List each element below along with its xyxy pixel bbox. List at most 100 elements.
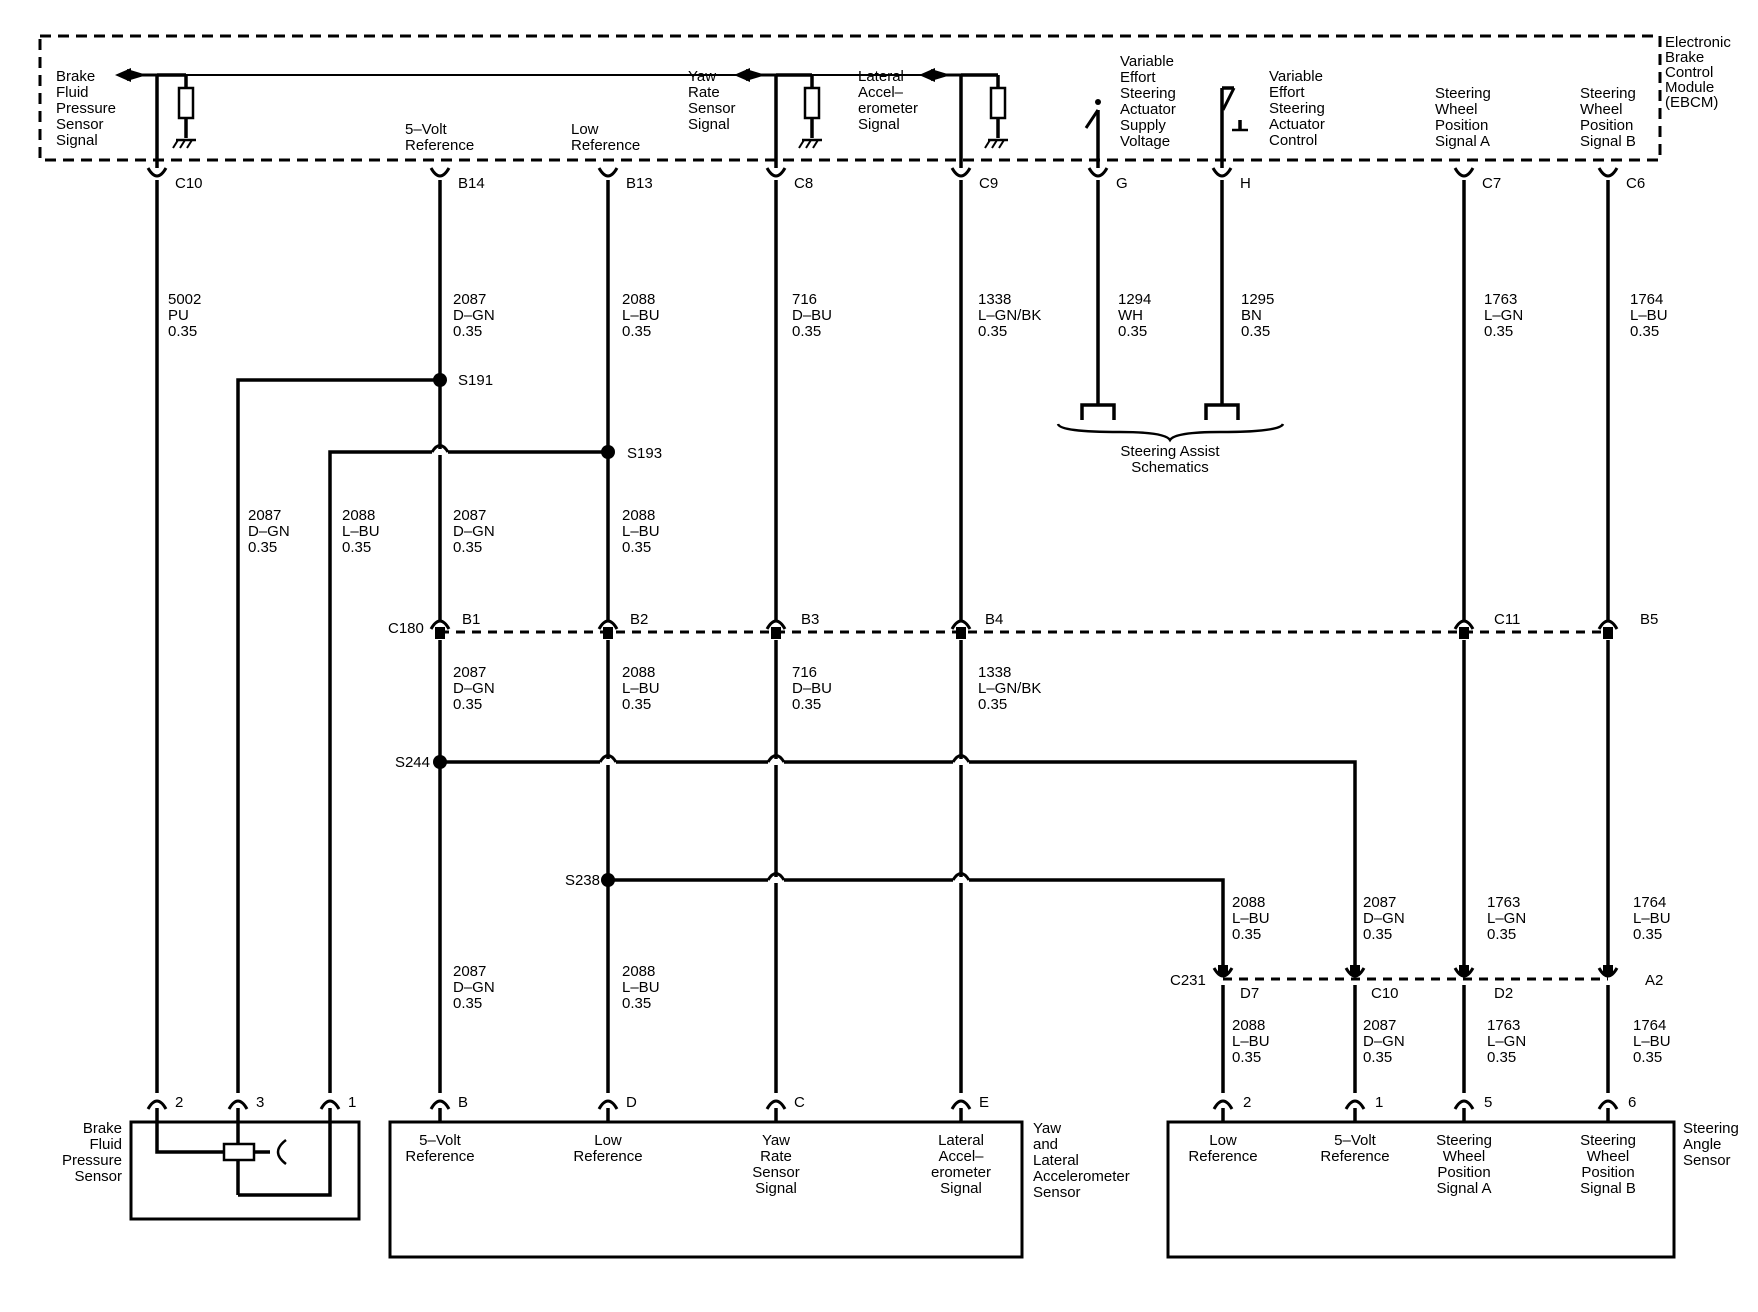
- ground-icon: [991, 139, 998, 149]
- ebcm-pin-label-h: H: [1240, 175, 1251, 192]
- wire-label-low-c180-circuit: 2088: [622, 664, 655, 681]
- label-brake-fluid-signal: Pressure: [56, 100, 116, 117]
- wire-label-ref-sensor-circuit: 2087: [453, 963, 486, 980]
- sas-terminal-label: Reference: [1320, 1148, 1389, 1165]
- label-ves-supply: Actuator: [1120, 101, 1176, 118]
- label-yaw-signal: Sensor: [688, 100, 736, 117]
- label-low-ref: Reference: [571, 137, 640, 154]
- yaw-sensor-terminal-label: Reference: [573, 1148, 642, 1165]
- sas-terminal-label: 5–Volt: [1334, 1132, 1377, 1149]
- wire-label-sas_b_b-size: 0.35: [1633, 1049, 1662, 1066]
- ebcm-module-name: Electronic: [1665, 34, 1731, 51]
- ground-icon: [805, 139, 812, 149]
- label-ves-supply: Steering: [1120, 85, 1176, 102]
- wire-label-c7-color: L–GN: [1484, 307, 1523, 324]
- wire-label-sas_low_a-size: 0.35: [1232, 926, 1261, 943]
- steering-assist-label: Steering Assist: [1120, 443, 1220, 460]
- connector-c180-pin-label: B3: [801, 611, 819, 628]
- splice-s244: [433, 755, 447, 769]
- wire-layer: [38, 34, 1676, 1259]
- wire-label-g-color: WH: [1118, 307, 1143, 324]
- label-ves-control: Actuator: [1269, 116, 1325, 133]
- wire-label-lat-c180-color: L–GN/BK: [978, 680, 1041, 697]
- ebcm-pin-b14: [429, 167, 451, 178]
- sas-terminal-label: Position: [1437, 1164, 1490, 1181]
- ebcm-module-name: Module: [1665, 79, 1714, 96]
- wire-bfps-ref: [236, 378, 440, 1093]
- connector-c180-pin-label: B2: [630, 611, 648, 628]
- connector-c180-terminal: [1603, 627, 1613, 639]
- ground-icon: [798, 139, 805, 149]
- wire-label-b13-size: 0.35: [622, 323, 651, 340]
- wire-label-sas_a_a-color: L–GN: [1487, 910, 1526, 927]
- wire-label-yaw-c180-circuit: 716: [792, 664, 817, 681]
- sas-pin-label: 5: [1484, 1094, 1492, 1111]
- connector-c231-pin: [1453, 967, 1475, 978]
- ebcm-pin-h: [1211, 167, 1233, 178]
- yaw-sensor-pin: [597, 1099, 619, 1110]
- bfps-name: Brake: [83, 1120, 122, 1137]
- ebcm-pin-label-c6: C6: [1626, 175, 1645, 192]
- wire-label-ref-c180-color: D–GN: [453, 680, 495, 697]
- wire-label-sas_b_a-color: L–BU: [1633, 910, 1671, 927]
- bfps-name: Sensor: [74, 1168, 122, 1185]
- bfps-pin: [227, 1099, 249, 1110]
- wire-label-sas_ref_a-circuit: 2087: [1363, 894, 1396, 911]
- sas-pin: [1597, 1099, 1619, 1110]
- label-swp-a: Signal A: [1435, 133, 1490, 150]
- yaw-sensor-name: Sensor: [1033, 1184, 1081, 1201]
- label-yaw-signal: Yaw: [688, 68, 716, 85]
- wire-label-b14-color: D–GN: [453, 307, 495, 324]
- wire-label-sas_low_b-size: 0.35: [1232, 1049, 1261, 1066]
- bfps-pin-label: 2: [175, 1094, 183, 1111]
- wire-crossover: [598, 754, 618, 763]
- label-swp-b: Signal B: [1580, 133, 1636, 150]
- label-swp-b: Wheel: [1580, 101, 1623, 118]
- connector-c180-pin-label: B1: [462, 611, 480, 628]
- wire-label-c6-circuit: 1764: [1630, 291, 1663, 308]
- yaw-signal-resistor: [803, 86, 821, 120]
- wire-label-low-mid-color: L–BU: [622, 523, 660, 540]
- connector-c180-terminal: [603, 627, 613, 639]
- label-swp-a: Position: [1435, 117, 1488, 134]
- connector-c180-label: C180: [388, 620, 424, 637]
- label-ves-supply: Variable: [1120, 53, 1174, 70]
- wire-label-b14-circuit: 2087: [453, 291, 486, 308]
- ebcm-module-name: Brake: [1665, 49, 1704, 66]
- wire-label-c10-color: PU: [168, 307, 189, 324]
- wire-label-sas_a_a-size: 0.35: [1487, 926, 1516, 943]
- ground-icon: [998, 139, 1005, 149]
- ground-icon: [812, 139, 819, 149]
- wire-label-h-size: 0.35: [1241, 323, 1270, 340]
- wire-label-low-c180-size: 0.35: [622, 696, 651, 713]
- bfps-sensor-element: [222, 1142, 256, 1162]
- label-swp-b: Position: [1580, 117, 1633, 134]
- wire-sas-low-ref: [608, 878, 1225, 965]
- yaw-sensor-pin-label: D: [626, 1094, 637, 1111]
- connector-c231-pin-label: D7: [1240, 985, 1259, 1002]
- wire-label-c8-color: D–BU: [792, 307, 832, 324]
- label-yaw-signal: Rate: [688, 84, 720, 101]
- switch-icon: [1221, 87, 1236, 111]
- sas-terminal-label: Signal A: [1436, 1180, 1491, 1197]
- splice-s238-label: S238: [565, 872, 600, 889]
- wire-label-lat-c180-circuit: 1338: [978, 664, 1011, 681]
- connector-c180-pin-label: B5: [1640, 611, 1658, 628]
- sas-name: Steering: [1683, 1120, 1739, 1137]
- ebcm-pin-label-c8: C8: [794, 175, 813, 192]
- wire-label-bfps-low-size: 0.35: [342, 539, 371, 556]
- yaw-sensor-pin: [765, 1099, 787, 1110]
- wire-label-h-color: BN: [1241, 307, 1262, 324]
- connector-c180-pin-label: C11: [1494, 611, 1520, 628]
- steering-assist-brace: [1056, 423, 1285, 443]
- wire-label-bfps-ref-size: 0.35: [248, 539, 277, 556]
- yaw-sensor-pin: [429, 1099, 451, 1110]
- label-ves-supply: Effort: [1120, 69, 1156, 86]
- sas-terminal-label: Steering: [1436, 1132, 1492, 1149]
- wire-label-b14-size: 0.35: [453, 323, 482, 340]
- connector-c231-pin-label: D2: [1494, 985, 1513, 1002]
- connector-c180-terminal: [771, 627, 781, 639]
- wire-label-sas_b_a-circuit: 1764: [1633, 894, 1666, 911]
